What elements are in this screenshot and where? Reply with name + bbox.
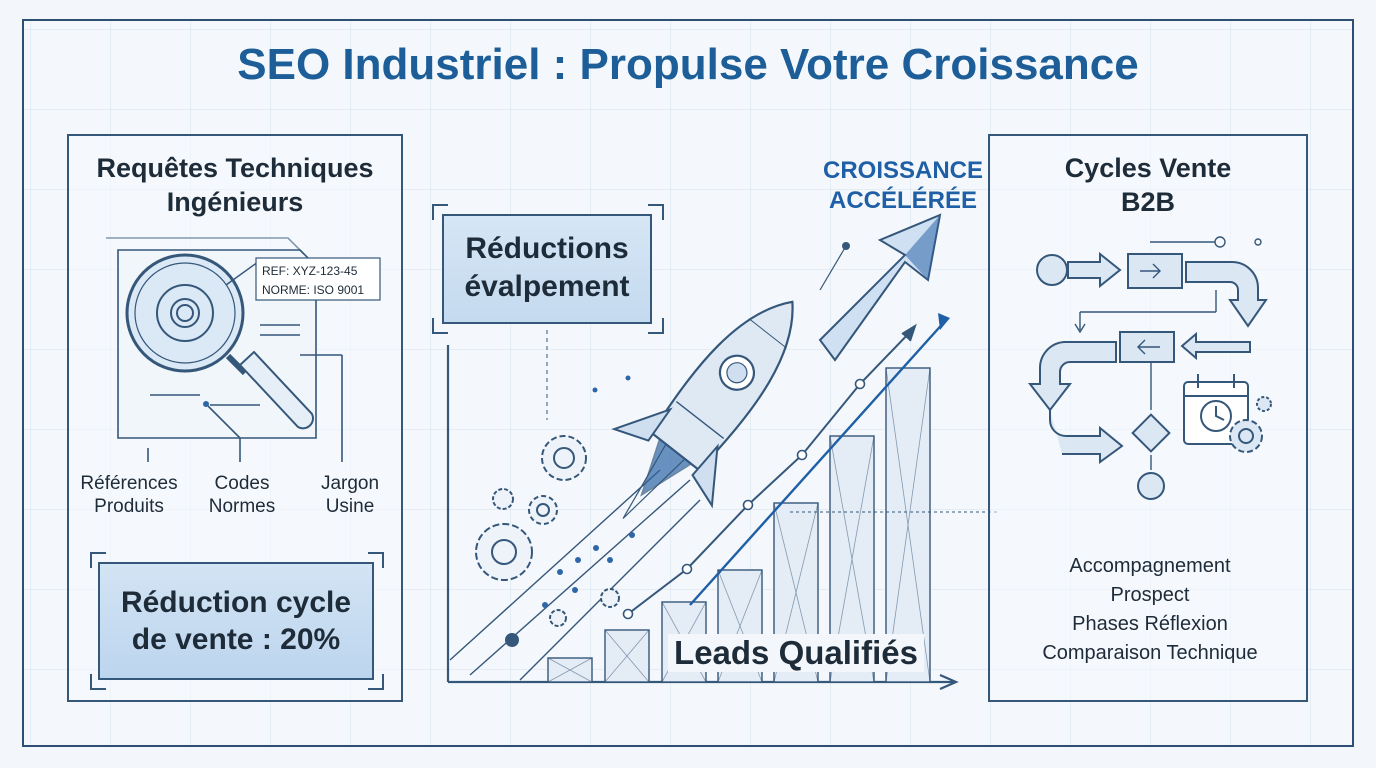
leads-label: Leads Qualifiés xyxy=(668,634,924,672)
panel-title-line2: B2B xyxy=(1120,187,1175,217)
bracket-corner xyxy=(90,552,106,568)
callout-line: Réductions xyxy=(465,232,629,265)
bracket-corner xyxy=(90,674,106,690)
callout-box: Réductions évalpement xyxy=(442,214,652,324)
bracket-corner xyxy=(432,204,448,220)
label-norm-codes: Codes Normes xyxy=(192,472,292,518)
list-item: Phases Réflexion xyxy=(1072,613,1228,635)
panel-title-line1: Requêtes Techniques xyxy=(96,153,374,183)
bracket-corner xyxy=(648,318,664,334)
label-line: Normes xyxy=(208,496,276,517)
label-line: Produits xyxy=(94,496,164,517)
page-title: SEO Industriel : Propulse Votre Croissan… xyxy=(237,40,1139,89)
list-item: Comparaison Technique xyxy=(1042,642,1258,664)
sales-cycle-reduction-box: Réduction cycle de vente : 20% xyxy=(98,562,374,680)
label-product-references: Références Produits xyxy=(70,472,188,518)
highlight-line: de vente : 20% xyxy=(131,623,341,656)
label-line: Références xyxy=(80,473,178,494)
label-line: Usine xyxy=(325,496,375,517)
panel-title-line2: Ingénieurs xyxy=(166,187,304,217)
list-item: Prospect xyxy=(1110,584,1190,606)
label-line: Codes xyxy=(214,473,270,494)
doc-norm-text: NORME: ISO 9001 xyxy=(262,283,364,297)
label-factory-jargon: Jargon Usine xyxy=(300,472,400,518)
label-line: Jargon xyxy=(320,473,380,494)
sales-cycle-list: Accompagnement Prospect Phases Réflexion… xyxy=(990,552,1310,668)
growth-line: ACCÉLÉRÉE xyxy=(828,187,978,214)
panel-title-line1: Cycles Vente xyxy=(1064,153,1232,183)
bracket-corner xyxy=(648,204,664,220)
growth-line: CROISSANCE xyxy=(822,157,984,184)
list-item: Accompagnement xyxy=(1069,555,1231,577)
doc-ref-text: REF: XYZ-123-45 xyxy=(262,264,358,278)
bracket-corner xyxy=(368,552,384,568)
highlight-line: Réduction cycle xyxy=(120,586,352,619)
callout-line: évalpement xyxy=(464,270,630,303)
growth-label: CROISSANCE ACCÉLÉRÉE xyxy=(808,156,998,216)
bracket-corner xyxy=(432,318,448,334)
bracket-corner xyxy=(368,674,384,690)
